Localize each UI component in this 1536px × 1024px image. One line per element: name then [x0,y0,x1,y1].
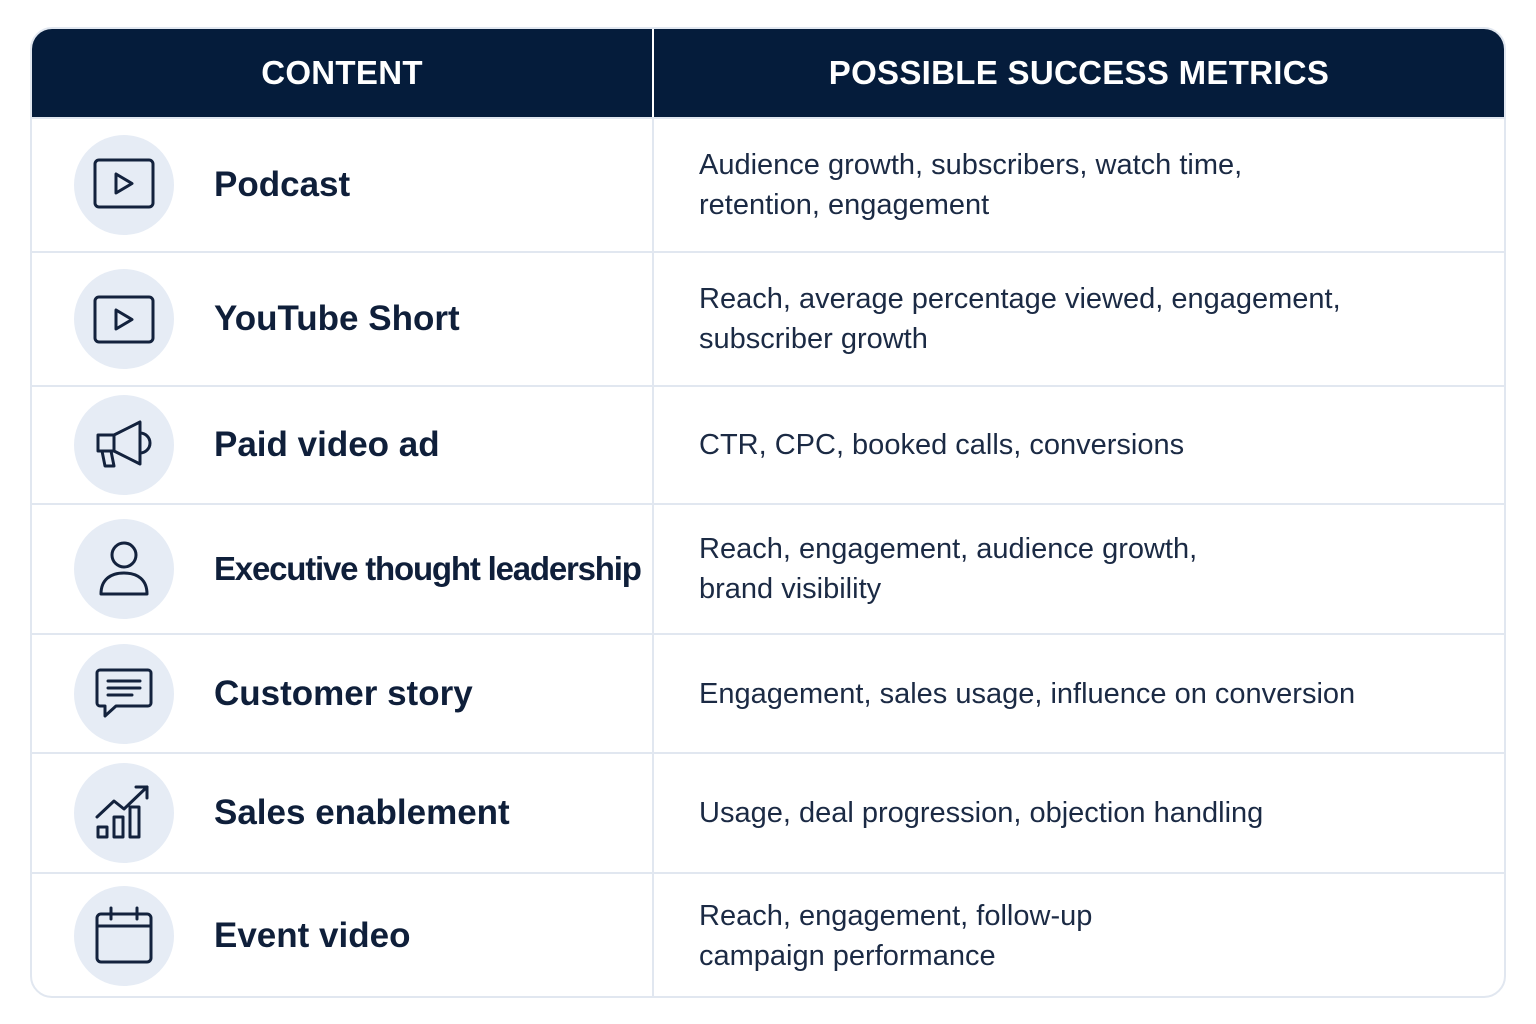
content-cell: Event video [32,874,654,996]
metrics-cell: Reach, engagement, audience growth, bran… [654,505,1504,633]
person-icon [74,519,174,619]
table-row: Event video Reach, engagement, follow-up… [32,872,1504,996]
metrics-cell: Audience growth, subscribers, watch time… [654,119,1504,251]
content-label: Customer story [214,673,473,713]
content-label: Paid video ad [214,425,440,464]
metrics-text: Reach, engagement, follow-up campaign pe… [699,900,1093,972]
table-row: Paid video ad CTR, CPC, booked calls, co… [32,385,1504,503]
content-cell: YouTube Short [32,253,654,385]
metrics-cell: Engagement, sales usage, influence on co… [654,635,1504,752]
metrics-cell: CTR, CPC, booked calls, conversions [654,387,1504,503]
content-label: Executive thought leadership [214,550,642,587]
play-video-icon [74,269,174,369]
metrics-text: Reach, average percentage viewed, engage… [699,283,1341,355]
megaphone-icon [74,395,174,495]
chat-bubble-icon [74,643,174,744]
content-cell: Paid video ad [32,387,654,503]
metrics-text: Audience growth, subscribers, watch time… [699,149,1243,221]
metrics-cell: Usage, deal progression, objection handl… [654,754,1504,872]
calendar-icon [74,886,174,986]
content-label: Podcast [214,165,351,204]
header-metrics: POSSIBLE SUCCESS METRICS [828,54,1330,91]
content-cell: Podcast [32,119,654,251]
content-cell: Executive thought leadership [32,505,654,633]
table-row: Customer story Engagement, sales usage, … [32,633,1504,752]
table-row: Sales enablement Usage, deal progression… [32,752,1504,872]
content-label: Sales enablement [214,793,510,832]
metrics-cell: Reach, engagement, follow-up campaign pe… [654,874,1504,996]
table-row: YouTube Short Reach, average percentage … [32,251,1504,385]
growth-chart-icon [74,763,174,863]
metrics-cell: Reach, average percentage viewed, engage… [654,253,1504,385]
table-row: Executive thought leadership Reach, enga… [32,503,1504,633]
metrics-text: Engagement, sales usage, influence on co… [699,677,1356,710]
content-label: YouTube Short [214,299,460,338]
content-cell: Sales enablement [32,754,654,872]
play-video-icon [74,135,174,235]
metrics-text: Usage, deal progression, objection handl… [699,797,1264,829]
table-row: Podcast Audience growth, subscribers, wa… [32,117,1504,251]
metrics-text: CTR, CPC, booked calls, conversions [699,429,1185,461]
content-cell: Customer story [32,635,654,752]
header-content: CONTENT [32,29,654,117]
content-label: Event video [214,916,411,955]
table-header: CONTENT POSSIBLE SUCCESS METRICS [32,29,1504,117]
content-metrics-table: CONTENT POSSIBLE SUCCESS METRICS Podcast… [30,27,1506,998]
metrics-text: Reach, engagement, audience growth, bran… [699,533,1198,605]
